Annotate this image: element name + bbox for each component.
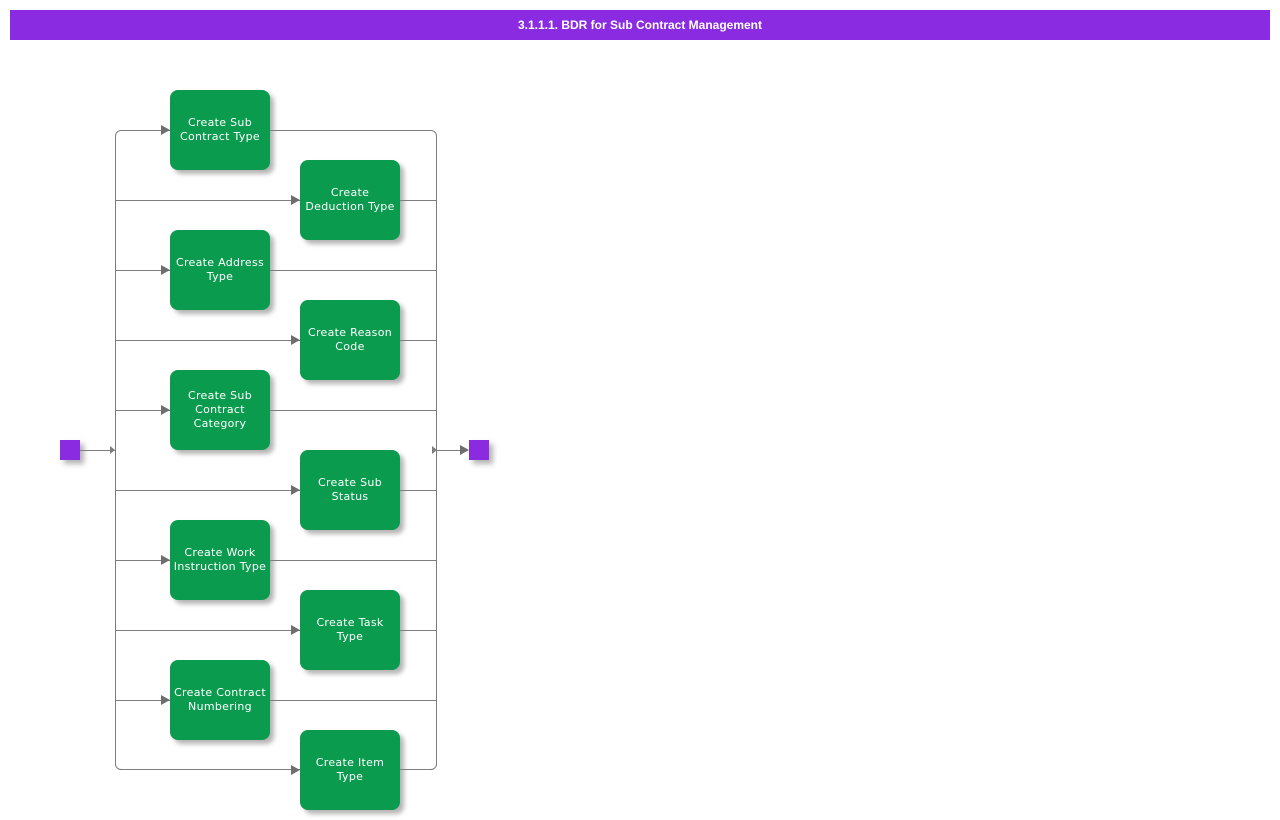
branch-line — [115, 700, 437, 701]
branch-line — [115, 410, 437, 411]
branch-line — [115, 490, 437, 491]
diagram-title-bar: 3.1.1.1. BDR for Sub Contract Management — [10, 10, 1270, 40]
task-label: Create Work Instruction Type — [173, 545, 267, 573]
task-label: Create Contract Numbering — [174, 685, 266, 713]
task-node-create-item-type[interactable]: Create Item Type — [300, 730, 400, 810]
task-node-create-contract-numbering[interactable]: Create Contract Numbering — [170, 660, 270, 740]
task-label: Create Address Type — [175, 255, 265, 283]
task-label: Create Item Type — [315, 755, 385, 783]
arrow-right-icon — [161, 125, 170, 135]
start-node — [60, 440, 80, 460]
branch-line — [115, 560, 437, 561]
branch-line — [115, 200, 437, 201]
branch-line — [115, 630, 437, 631]
task-label: Create Deduction Type — [305, 185, 395, 213]
arrow-right-icon — [291, 625, 300, 635]
task-node-create-reason-code[interactable]: Create Reason Code — [300, 300, 400, 380]
task-node-create-task-type[interactable]: Create Task Type — [300, 590, 400, 670]
task-label: Create Task Type — [316, 615, 384, 643]
task-node-create-deduction-type[interactable]: Create Deduction Type — [300, 160, 400, 240]
arrow-right-icon — [291, 195, 300, 205]
task-label: Create Sub Status — [318, 475, 382, 503]
branch-line — [115, 270, 437, 271]
arrow-right-icon — [161, 695, 170, 705]
arrow-right-icon — [291, 335, 300, 345]
arrow-right-icon — [291, 485, 300, 495]
arrow-right-icon — [432, 446, 437, 454]
task-node-create-work-instruction-type[interactable]: Create Work Instruction Type — [170, 520, 270, 600]
task-node-create-sub-contract-category[interactable]: Create Sub Contract Category — [170, 370, 270, 450]
task-label: Create Sub Contract Type — [180, 115, 260, 143]
arrow-right-icon — [161, 405, 170, 415]
arrow-right-icon — [161, 265, 170, 275]
branch-line — [115, 340, 437, 341]
task-label: Create Reason Code — [307, 325, 393, 353]
task-node-create-sub-status[interactable]: Create Sub Status — [300, 450, 400, 530]
end-node — [469, 440, 489, 460]
start-connector-line — [80, 450, 115, 451]
arrow-right-icon — [161, 555, 170, 565]
end-connector-line — [437, 450, 461, 451]
task-node-create-address-type[interactable]: Create Address Type — [170, 230, 270, 310]
diagram-title: 3.1.1.1. BDR for Sub Contract Management — [517, 18, 763, 32]
task-node-create-sub-contract-type[interactable]: Create Sub Contract Type — [170, 90, 270, 170]
arrow-right-icon — [460, 445, 469, 455]
arrow-right-icon — [110, 446, 115, 454]
task-label: Create Sub Contract Category — [188, 388, 252, 431]
arrow-right-icon — [291, 765, 300, 775]
